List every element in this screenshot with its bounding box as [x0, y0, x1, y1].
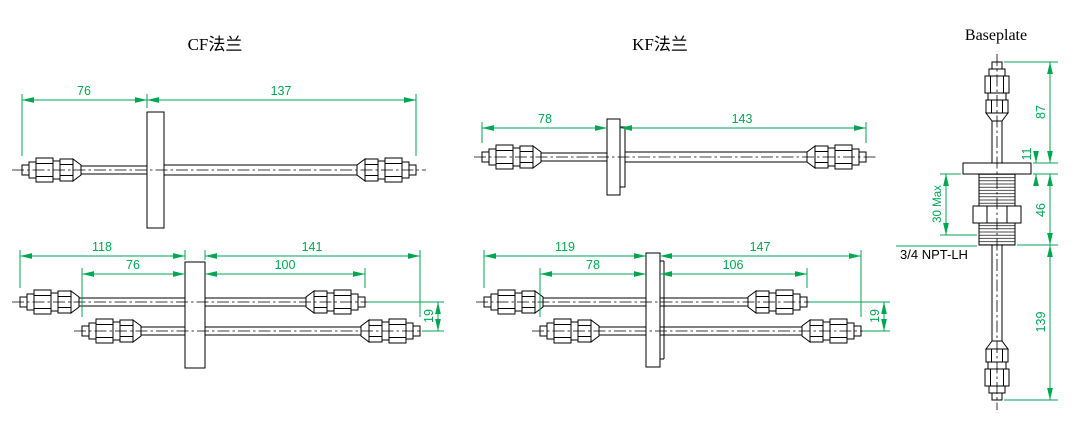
kf-top-view: 78 143 — [474, 112, 876, 196]
baseplate-dim-plate-label: 11 — [1020, 147, 1034, 160]
cf-top-dim-right-label: 137 — [271, 84, 292, 98]
baseplate-dim-thread-section-label: 46 — [1034, 203, 1048, 217]
cf-bottom-view: 118 141 76 100 19 — [12, 240, 444, 369]
kf-top-dimensions: 78 143 — [481, 112, 867, 143]
kf-upper-right-fitting — [747, 289, 808, 315]
baseplate-dimensions: 87 11 46 139 30 Max 3/4 NPT-LH — [896, 61, 1058, 401]
kf-dim-inner-left-label: 78 — [586, 258, 600, 272]
baseplate-dim-upper-label: 87 — [1034, 105, 1048, 119]
kf-dim-outer-left-label: 119 — [555, 240, 575, 254]
cf-dim-outer-left-label: 118 — [92, 240, 112, 254]
baseplate-thread-spec-label: 3/4 NPT-LH — [900, 247, 968, 262]
kf-title: KF法兰 — [632, 35, 688, 54]
cf-bottom-flange-plate — [184, 261, 206, 369]
kf-lower-right-fitting — [801, 318, 862, 344]
kf-bottom-view: 119 147 78 106 19 — [476, 240, 890, 368]
cf-top-dimensions: 76 137 — [21, 84, 417, 156]
kf-dim-outer-right-label: 147 — [750, 240, 771, 254]
kf-top-right-fitting — [806, 144, 867, 170]
baseplate-title: Baseplate — [965, 27, 1027, 44]
kf-dim-spacing-label: 19 — [868, 309, 882, 323]
cf-dim-outer-right-label: 141 — [302, 240, 323, 254]
cf-dim-inner-left-label: 76 — [126, 258, 140, 272]
baseplate-dim-thread-depth-label: 30 Max — [932, 185, 944, 223]
cf-top-view: 76 137 — [12, 84, 426, 229]
kf-dim-inner-right-label: 106 — [723, 258, 744, 272]
baseplate-lower-thread — [978, 222, 1016, 246]
kf-bottom-flange-plate — [645, 252, 661, 368]
cf-dim-spacing-label: 19 — [422, 309, 436, 323]
cf-top-dim-left-label: 76 — [77, 84, 91, 98]
kf-bottom-dimensions: 119 147 78 106 19 — [483, 240, 890, 332]
cf-top-left-fitting — [21, 157, 82, 183]
baseplate-view: 87 11 46 139 30 Max 3/4 NPT-LH — [896, 54, 1058, 410]
kf-top-dim-right-label: 143 — [732, 112, 753, 126]
cf-flange-plate — [146, 111, 165, 229]
baseplate-upper-thread — [978, 173, 1016, 207]
cf-dim-inner-right-label: 100 — [275, 258, 296, 272]
baseplate-dim-lower-label: 139 — [1034, 312, 1048, 333]
cf-title: CF法兰 — [188, 35, 243, 54]
kf-top-dim-left-label: 78 — [538, 112, 552, 126]
cf-bottom-dimensions: 118 141 76 100 19 — [19, 240, 444, 332]
